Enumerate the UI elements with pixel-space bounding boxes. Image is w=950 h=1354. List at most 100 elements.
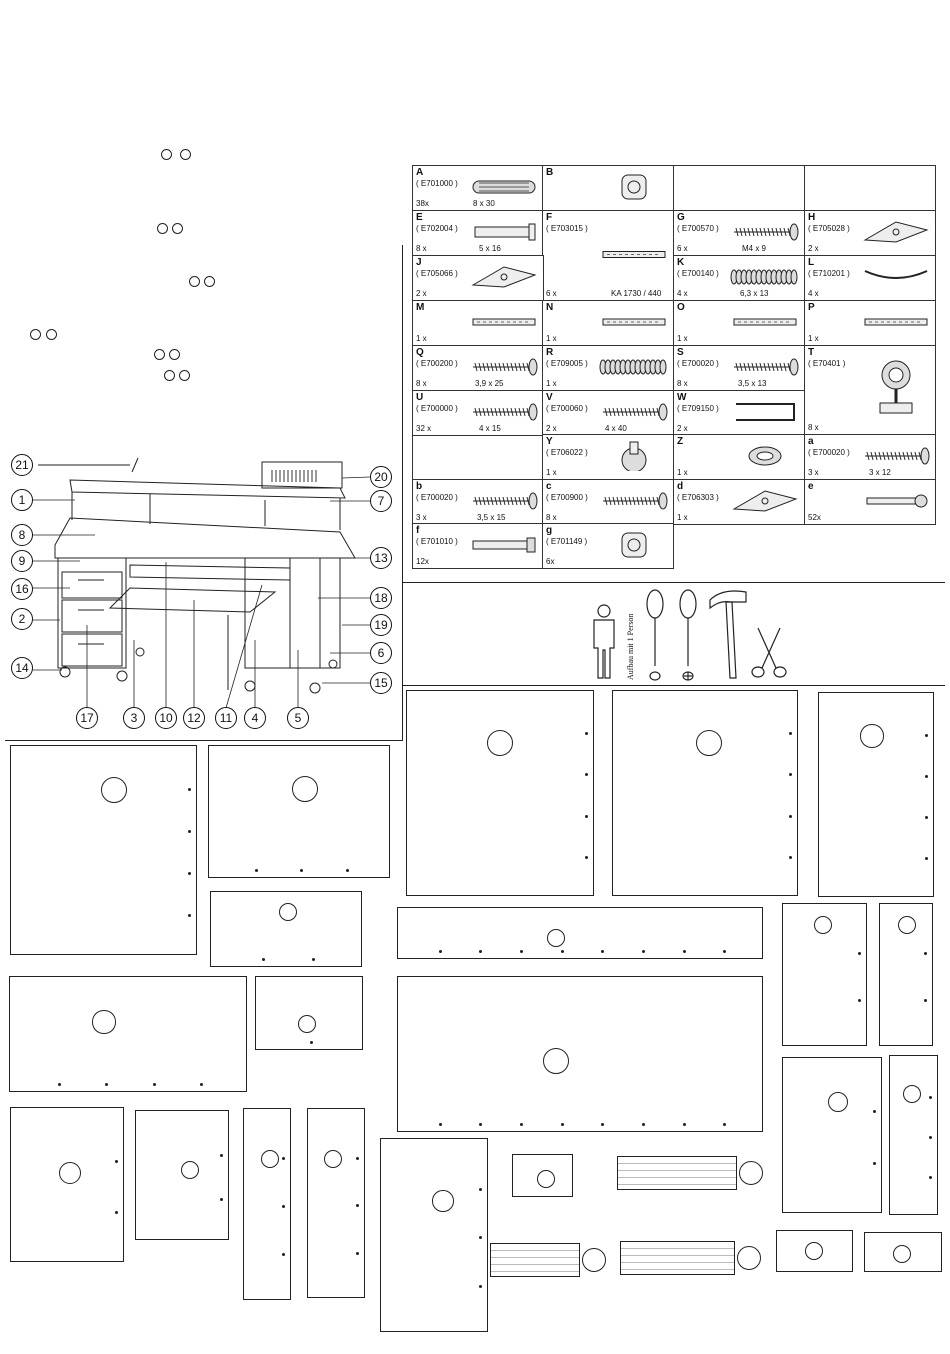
part-size: 4 x 15 bbox=[479, 424, 501, 433]
callout-18: 18 bbox=[370, 587, 392, 609]
hardware-cell-T: T( E70401 )8 x bbox=[804, 345, 936, 435]
part-size: 5 x 16 bbox=[479, 244, 501, 253]
callout-13: 13 bbox=[370, 547, 392, 569]
part-illustration-Z bbox=[748, 446, 782, 466]
hardware-cell-W: W( E709150 )2 x bbox=[673, 390, 805, 436]
part-letter: O bbox=[677, 302, 685, 313]
callout-2: 2 bbox=[11, 608, 33, 630]
rail-part bbox=[617, 1156, 737, 1190]
panel-18 bbox=[397, 976, 763, 1132]
part-quantity: 38x bbox=[416, 199, 429, 208]
part-illustration-B bbox=[621, 174, 647, 200]
panel-label-circle bbox=[537, 1170, 555, 1188]
part-illustration-d bbox=[732, 490, 798, 512]
callout-8: 8 bbox=[11, 524, 33, 546]
panel-label-circle bbox=[898, 916, 916, 934]
callout-6: 6 bbox=[370, 642, 392, 664]
part-illustration-c bbox=[603, 492, 668, 510]
part-letter: M bbox=[416, 302, 425, 313]
panel-21 bbox=[776, 1230, 853, 1272]
part-letter: Z bbox=[677, 436, 684, 447]
part-letter: d bbox=[677, 481, 684, 492]
part-quantity: 1 x bbox=[546, 334, 557, 343]
part-illustration-L bbox=[864, 270, 928, 279]
panel-3 bbox=[210, 891, 362, 967]
part-code: ( E700020 ) bbox=[808, 448, 850, 457]
panel-label-circle bbox=[261, 1150, 279, 1168]
part-code: ( E700570 ) bbox=[677, 224, 719, 233]
panel-20 bbox=[889, 1055, 938, 1215]
part-illustration-U bbox=[473, 403, 538, 421]
panel-label-circle bbox=[432, 1190, 454, 1212]
panel-17 bbox=[879, 903, 933, 1046]
panel-label-circle bbox=[58, 1161, 82, 1185]
part-size: 4 x 40 bbox=[605, 424, 627, 433]
panel-label-circle bbox=[543, 1048, 569, 1074]
panel-label-circle bbox=[582, 1248, 606, 1272]
part-illustration-F bbox=[602, 251, 666, 258]
divider bbox=[403, 685, 945, 686]
part-quantity: 4 x bbox=[677, 289, 688, 298]
part-quantity: 12x bbox=[416, 557, 429, 566]
hardware-cell-O: O 1 x bbox=[673, 300, 805, 346]
part-quantity: 3 x bbox=[808, 468, 819, 477]
panel-label-circle bbox=[696, 730, 722, 756]
part-quantity: 6x bbox=[546, 557, 555, 566]
panel-label-circle bbox=[101, 777, 127, 803]
panel-label-circle bbox=[292, 776, 318, 802]
panel-label-circle bbox=[860, 724, 884, 748]
desk-overview-drawing bbox=[33, 457, 371, 709]
callout-21: 21 bbox=[11, 454, 33, 476]
part-quantity: 32 x bbox=[416, 424, 432, 433]
part-quantity: 2 x bbox=[677, 424, 688, 433]
hardware-cell-J: J( E705066 )2 x bbox=[412, 255, 544, 301]
callout-1: 1 bbox=[11, 489, 33, 511]
part-quantity: 1 x bbox=[677, 334, 688, 343]
part-size: 3,9 x 25 bbox=[475, 379, 504, 388]
divider bbox=[5, 740, 403, 741]
part-letter: V bbox=[546, 392, 553, 403]
person-icon bbox=[593, 604, 615, 679]
part-code: ( E700900 ) bbox=[546, 493, 588, 502]
part-letter: L bbox=[808, 257, 815, 268]
panel-22 bbox=[864, 1232, 942, 1272]
hardware-cell-N: N 1 x bbox=[542, 300, 674, 346]
callout-11: 11 bbox=[215, 707, 237, 729]
part-size: KA 1730 / 440 bbox=[611, 289, 662, 298]
part-illustration-e bbox=[866, 494, 928, 508]
part-code: ( E710201 ) bbox=[808, 269, 850, 278]
part-illustration-O bbox=[733, 318, 797, 326]
part-letter: K bbox=[677, 257, 685, 268]
part-illustration-N bbox=[602, 318, 666, 326]
part-letter: b bbox=[416, 481, 423, 492]
part-illustration-A bbox=[472, 180, 536, 194]
divider bbox=[402, 245, 403, 740]
panel-label-circle bbox=[487, 730, 513, 756]
part-illustration-W bbox=[736, 403, 795, 421]
part-letter: a bbox=[808, 436, 814, 447]
panel-13 bbox=[612, 690, 798, 896]
panel-12 bbox=[406, 690, 594, 896]
divider bbox=[403, 582, 945, 583]
part-size: 3,5 x 15 bbox=[477, 513, 506, 522]
hardware-cell-c: c( E700900 )8 x bbox=[542, 479, 674, 525]
part-quantity: 8 x bbox=[677, 379, 688, 388]
part-illustration-M bbox=[472, 318, 536, 326]
part-illustration-E bbox=[474, 223, 536, 241]
tools-label: Aufbau mit 1 Person bbox=[626, 613, 635, 680]
part-letter: c bbox=[546, 481, 552, 492]
panel-label-circle bbox=[739, 1161, 763, 1185]
callout-15: 15 bbox=[370, 672, 392, 694]
part-code: ( E700000 ) bbox=[416, 404, 458, 413]
callout-7: 7 bbox=[370, 490, 392, 512]
panel-label-circle bbox=[903, 1085, 921, 1103]
part-quantity: 8 x bbox=[416, 379, 427, 388]
part-quantity: 2 x bbox=[808, 244, 819, 253]
part-letter: N bbox=[546, 302, 554, 313]
